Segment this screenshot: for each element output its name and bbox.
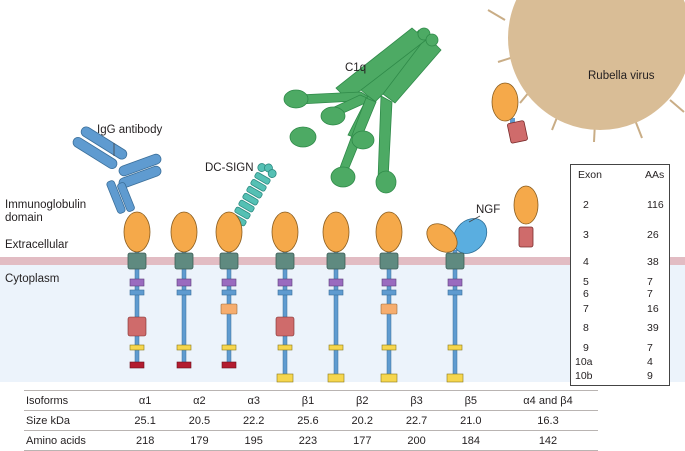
legend-aa-count: 7: [647, 276, 653, 288]
legend-header-aas: AAs: [645, 169, 665, 181]
size-value: 25.1: [118, 410, 173, 431]
legend-aa-count: 4: [647, 356, 653, 368]
rubella-virus-icon: [487, 0, 685, 143]
legend-aa-count: 39: [647, 322, 659, 334]
isoform-name: α3: [226, 390, 281, 411]
aa-value: 195: [226, 430, 281, 451]
legend-exon-number: 9: [583, 342, 589, 354]
isoform-b2-receptor: [322, 211, 350, 383]
rubella-virus-label: Rubella virus: [588, 70, 655, 82]
aa-value: 142: [498, 430, 598, 451]
legend-exon-number: 6: [583, 288, 589, 300]
extracellular-label: Extracellular: [5, 239, 69, 251]
legend-exon-number: 3: [583, 229, 589, 241]
legend-header-exon: Exon: [578, 169, 602, 181]
row-header-isoforms: Isoforms: [24, 390, 118, 411]
legend-aa-count: 116: [647, 199, 664, 211]
immunoglobulin-domain-label: Immunoglobulin domain: [5, 199, 87, 224]
isoform-name: α2: [172, 390, 227, 411]
size-value: 22.7: [389, 410, 444, 431]
legend-aa-count: 7: [647, 342, 653, 354]
isoform-name: β5: [443, 390, 498, 411]
ngf-icon: [452, 218, 488, 254]
row-header-aa: Amino acids: [24, 430, 118, 451]
size-value: 20.2: [335, 410, 390, 431]
legend-exon-number: 4: [583, 256, 589, 268]
igg-antibody-icon: [72, 126, 162, 214]
legend-aa-count: 26: [647, 229, 659, 241]
row-header-size: Size kDa: [24, 410, 118, 431]
size-value: 22.2: [226, 410, 281, 431]
c1q-icon: [283, 27, 442, 194]
legend-exon-number: 2: [583, 199, 589, 211]
size-value: 21.0: [443, 410, 498, 431]
isoform-name: α1: [118, 390, 173, 411]
c1q-label: C1q: [345, 62, 367, 74]
legend-exon-number: 5: [583, 276, 589, 288]
isoform-name: α4 and β4: [498, 390, 598, 411]
legend-aa-count: 38: [647, 256, 659, 268]
legend-aa-count: 7: [647, 288, 653, 300]
aa-value: 177: [335, 430, 390, 451]
size-value: 20.5: [172, 410, 227, 431]
isoform-b1-receptor: [271, 211, 299, 383]
isoform-name: β2: [335, 390, 390, 411]
rubella-protein: [491, 82, 528, 144]
legend-exon-number: 8: [583, 322, 589, 334]
isoform-a1-receptor: [123, 211, 151, 369]
size-value: 16.3: [498, 410, 598, 431]
igg-antibody-label: IgG antibody: [97, 124, 163, 136]
isoform-name: β3: [389, 390, 444, 411]
legend-exon-number: 10a: [575, 356, 593, 368]
aa-value: 184: [443, 430, 498, 451]
cytoplasm-label: Cytoplasm: [5, 273, 60, 285]
legend-exon-number: 10b: [575, 370, 593, 382]
isoform-a3-receptor: [215, 211, 243, 369]
table-row-size: Size kDa 25.1 20.5 22.2 25.6 20.2 22.7 2…: [24, 410, 598, 431]
isoform-a4-b4-icon: [513, 185, 539, 248]
size-value: 25.6: [280, 410, 336, 431]
ngf-label: NGF: [476, 204, 501, 216]
table-row-isoforms: Isoforms α1 α2 α3 β1 β2 β3 β5 α4 and β4: [24, 390, 598, 411]
isoform-a2-receptor: [170, 211, 198, 369]
table-row-amino-acids: Amino acids 218 179 195 223 177 200 184 …: [24, 430, 598, 451]
aa-value: 200: [389, 430, 444, 451]
isoform-name: β1: [280, 390, 336, 411]
legend-aa-count: 9: [647, 370, 653, 382]
aa-value: 179: [172, 430, 227, 451]
isoform-table: Isoforms α1 α2 α3 β1 β2 β3 β5 α4 and β4 …: [24, 390, 598, 451]
isoform-b5-receptor: [426, 223, 465, 383]
isoform-b3-receptor: [375, 211, 403, 383]
legend-exon-number: 7: [583, 303, 589, 315]
dc-sign-label: DC-SIGN: [205, 162, 254, 174]
legend-aa-count: 16: [647, 303, 659, 315]
aa-value: 218: [118, 430, 173, 451]
aa-value: 223: [280, 430, 336, 451]
